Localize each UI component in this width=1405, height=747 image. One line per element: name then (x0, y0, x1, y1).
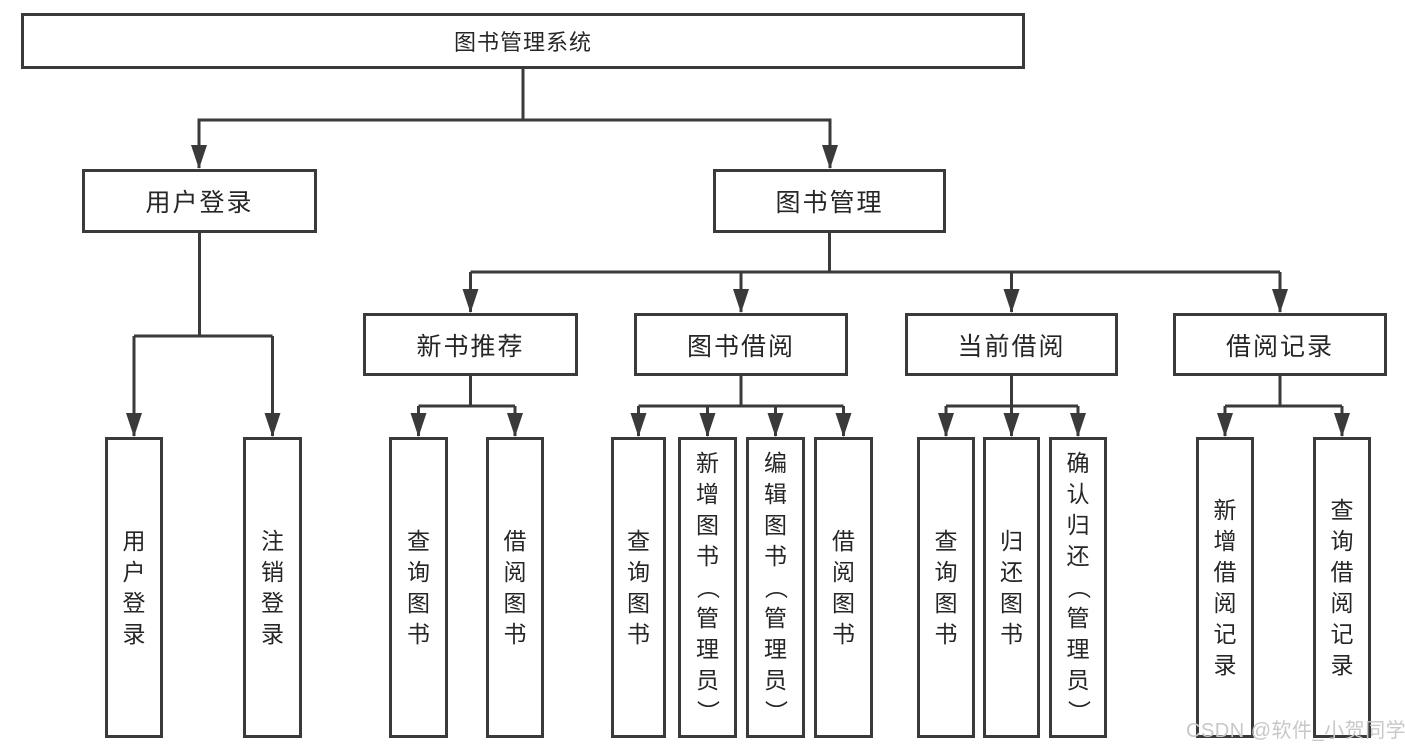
leaf-add-book-admin: 新增图书（管理员） (678, 437, 737, 738)
node-borrow-records-label: 借阅记录 (1225, 332, 1334, 361)
leaf-logout-label: 注销登录 (261, 527, 284, 647)
junction-book-borrow (638, 374, 844, 408)
junction-new-book-recommend (418, 374, 515, 408)
leaf-borrow-books-1-label: 借阅图书 (503, 527, 527, 647)
leaf-query-borrow-record: 查询借阅记录 (1313, 437, 1371, 738)
junction-book-management (470, 231, 1280, 274)
leaf-query-books-3-label: 查询图书 (934, 527, 958, 647)
node-user-login: 用户登录 (82, 169, 317, 233)
leaf-user-login: 用户登录 (105, 437, 163, 738)
leaf-confirm-return-admin-label: 确认归还（管理员） (1065, 450, 1092, 723)
leaf-add-book-admin-label: 新增图书（管理员） (695, 450, 721, 723)
leaf-query-books-3: 查询图书 (917, 437, 975, 738)
junction-root (197, 67, 832, 122)
leaf-confirm-return-admin: 确认归还（管理员） (1049, 437, 1107, 738)
node-root-label: 图书管理系统 (453, 30, 592, 55)
node-new-book-recommend-label: 新书推荐 (416, 332, 525, 361)
leaf-logout: 注销登录 (243, 437, 302, 738)
junction-current-borrow (946, 374, 1078, 408)
leaf-edit-book-admin-label: 编辑图书（管理员） (763, 450, 789, 723)
node-book-management-label: 图书管理 (775, 189, 884, 217)
leaf-query-books-2: 查询图书 (611, 437, 666, 738)
junction-user-login (134, 231, 273, 338)
leaf-return-books-label: 归还图书 (1000, 527, 1023, 647)
node-new-book-recommend: 新书推荐 (363, 313, 578, 376)
leaf-return-books: 归还图书 (983, 437, 1040, 738)
leaf-borrow-books-2-label: 借阅图书 (832, 527, 855, 647)
node-book-borrow-label: 图书借阅 (686, 332, 795, 361)
node-book-management: 图书管理 (713, 169, 946, 233)
leaf-edit-book-admin: 编辑图书（管理员） (746, 437, 805, 738)
node-borrow-records: 借阅记录 (1173, 313, 1387, 376)
node-user-login-label: 用户登录 (145, 189, 254, 217)
leaf-query-borrow-record-label: 查询借阅记录 (1330, 496, 1354, 678)
leaf-borrow-books-2: 借阅图书 (814, 437, 873, 738)
leaf-add-borrow-record-label: 新增借阅记录 (1213, 496, 1237, 678)
leaf-add-borrow-record: 新增借阅记录 (1196, 437, 1254, 738)
watermark-text: CSDN @软件_小贺同学 (1186, 720, 1405, 742)
node-current-borrow-label: 当前借阅 (957, 332, 1066, 361)
leaf-query-books-1-label: 查询图书 (407, 527, 430, 647)
junction-borrow-records (1225, 374, 1342, 408)
leaf-query-books-1: 查询图书 (389, 437, 448, 738)
leaf-borrow-books-1: 借阅图书 (486, 437, 544, 738)
leaf-user-login-label: 用户登录 (122, 527, 146, 647)
node-book-borrow: 图书借阅 (634, 313, 848, 376)
node-root: 图书管理系统 (21, 13, 1025, 69)
node-current-borrow: 当前借阅 (905, 313, 1118, 376)
leaf-query-books-2-label: 查询图书 (627, 527, 650, 647)
